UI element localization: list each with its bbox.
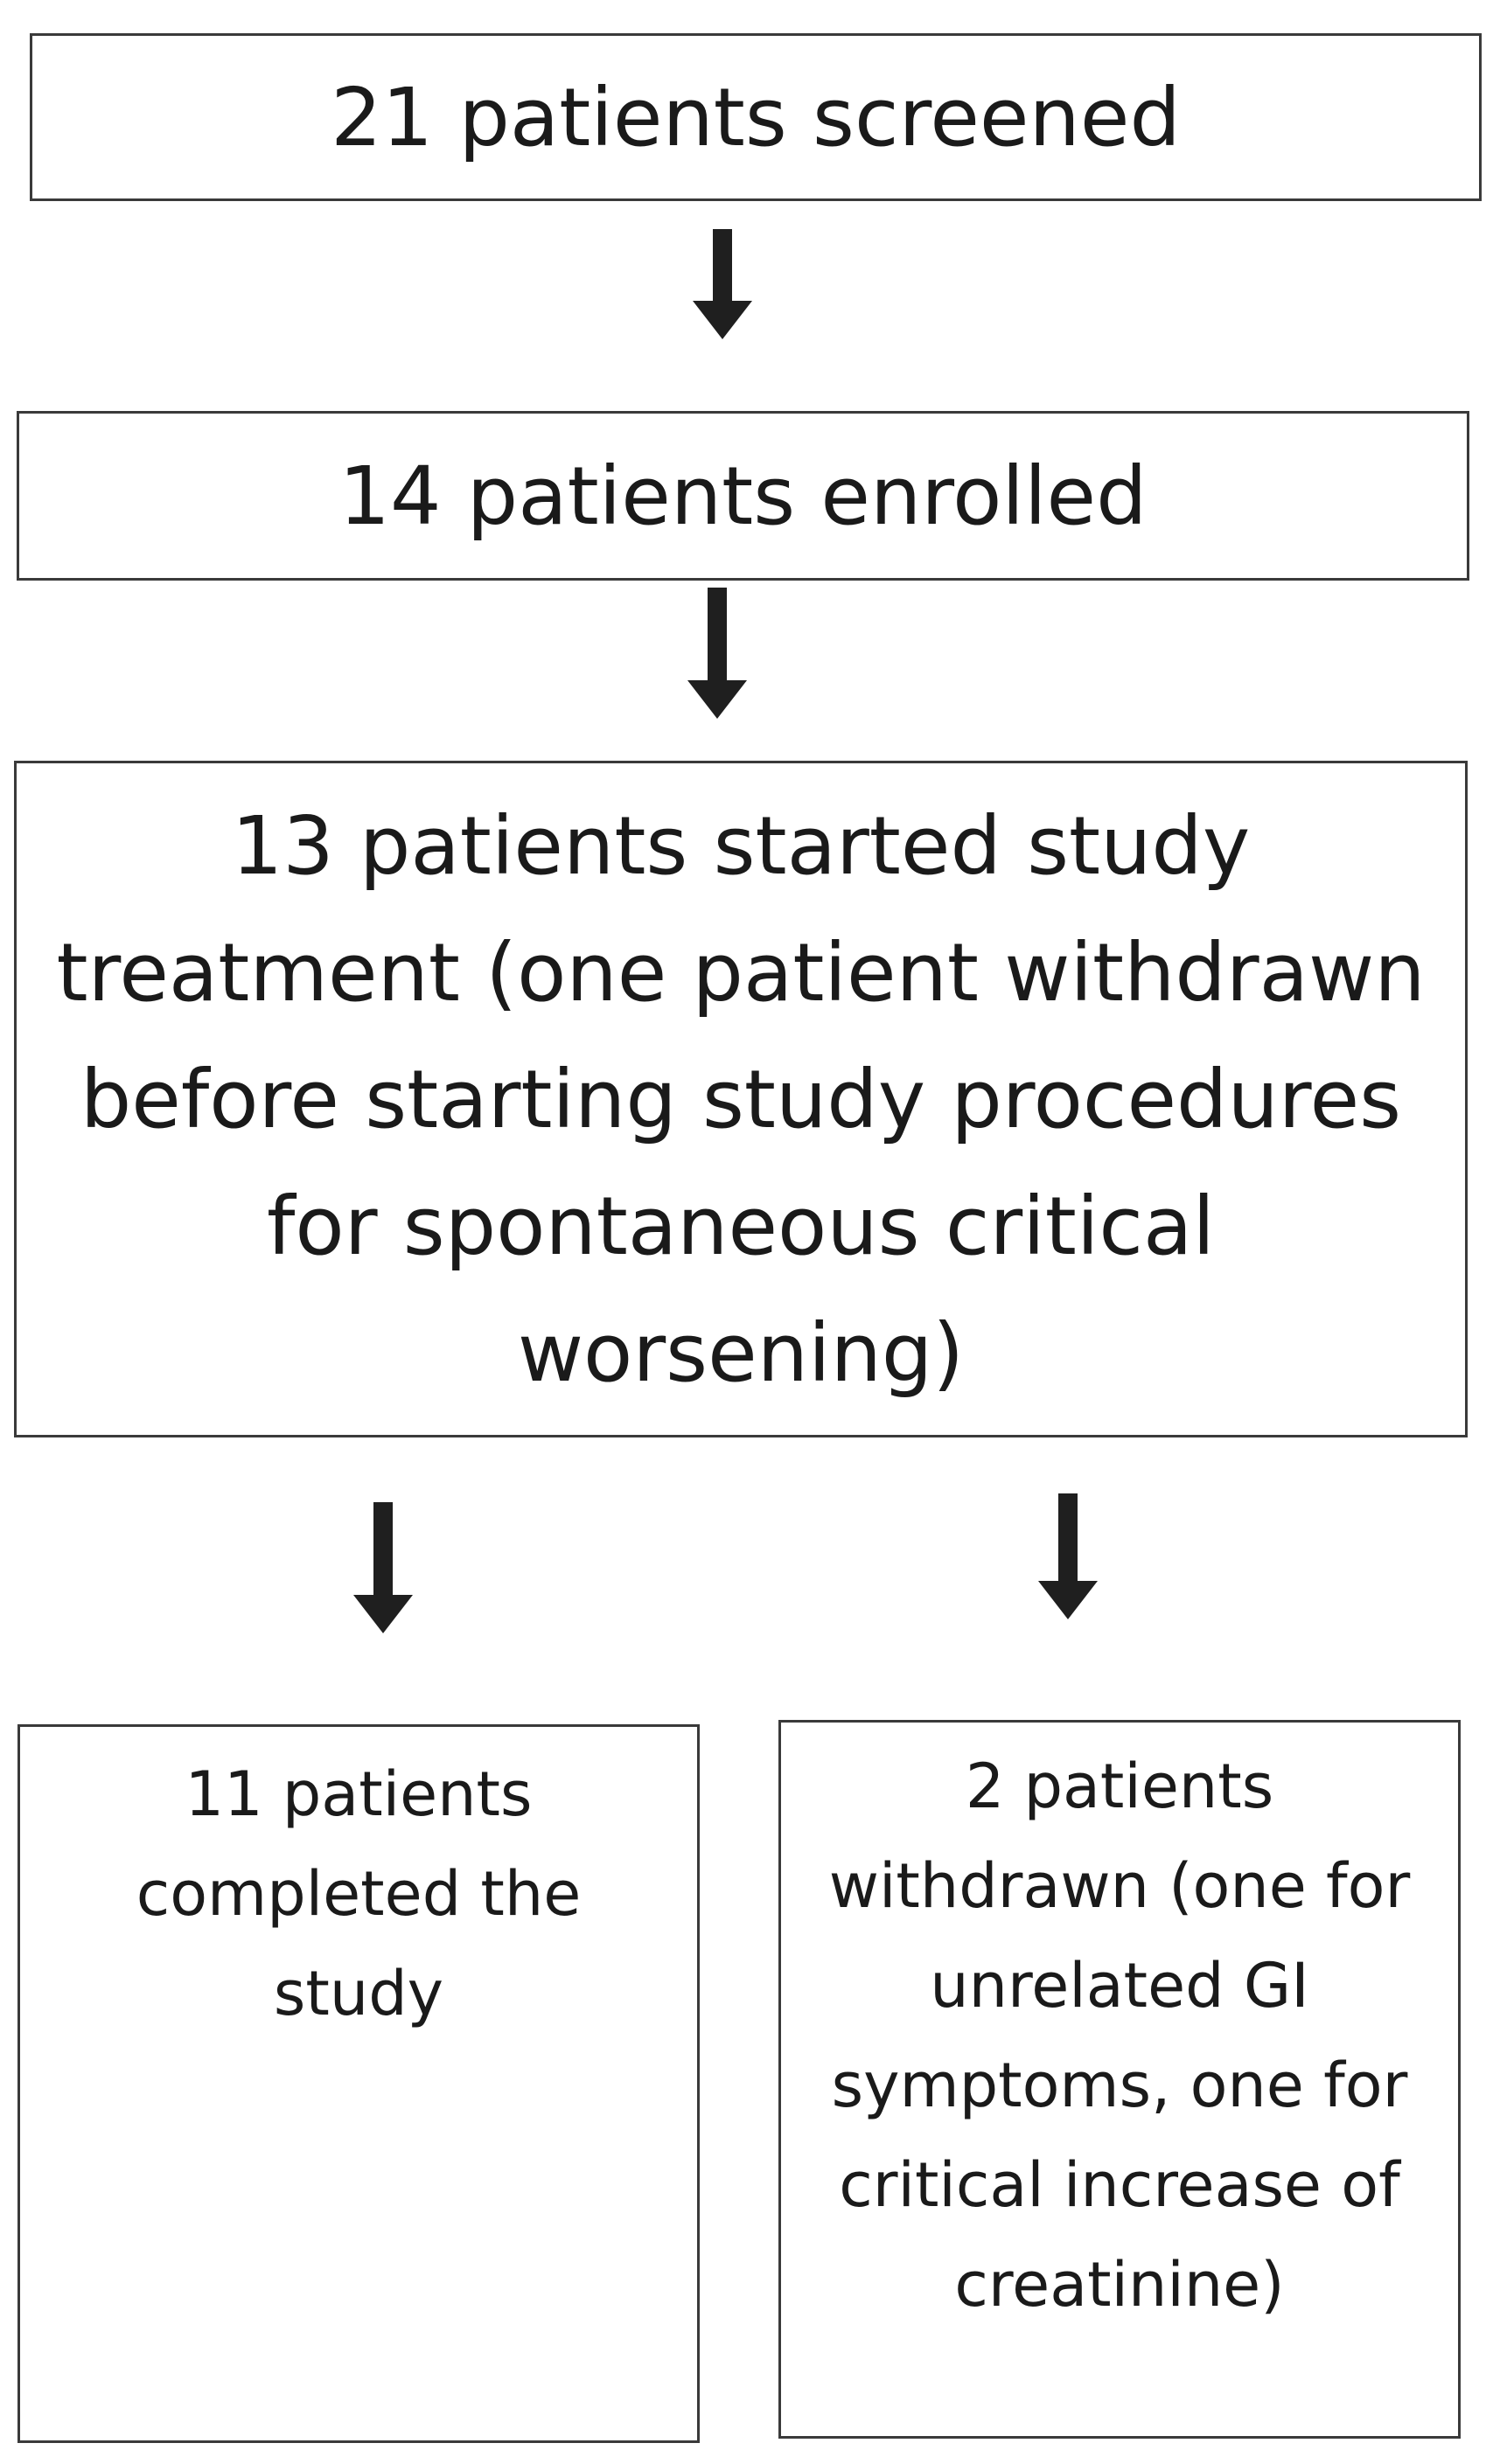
- enrolled-box: 14 patients enrolled: [17, 411, 1469, 581]
- started-treatment-box: 13 patients started study treatment (one…: [14, 761, 1468, 1437]
- screened-label: 21 patients screened: [331, 70, 1181, 164]
- withdrawn-box: 2 patients withdrawn (one for unrelated …: [778, 1720, 1461, 2439]
- started-treatment-label: 13 patients started study treatment (one…: [56, 798, 1426, 1400]
- withdrawn-label: 2 patients withdrawn (one for unrelated …: [828, 1751, 1411, 2321]
- completed-label: 11 patients completed the study: [136, 1758, 582, 2029]
- enrolled-label: 14 patients enrolled: [338, 449, 1148, 543]
- screened-box: 21 patients screened: [30, 33, 1482, 201]
- completed-box: 11 patients completed the study: [17, 1724, 700, 2443]
